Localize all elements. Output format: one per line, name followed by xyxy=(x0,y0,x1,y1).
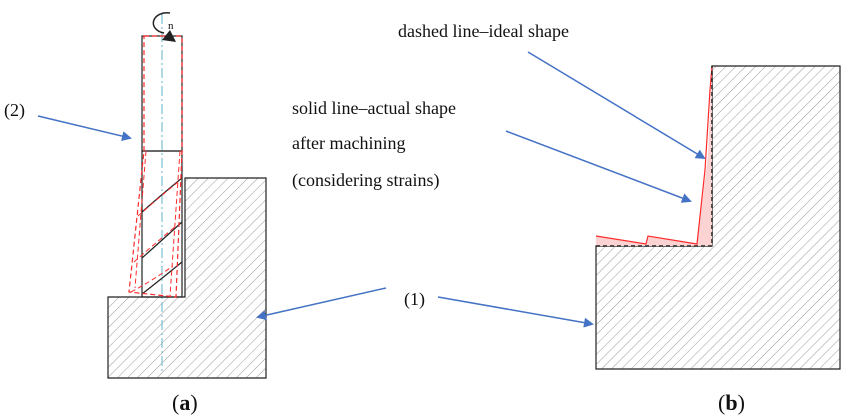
tool-deflected-dashed xyxy=(128,35,183,298)
flute-helix-dashed-3 xyxy=(130,265,174,293)
rotation-arrow-icon xyxy=(152,12,171,34)
dashed-line-arrow xyxy=(527,51,706,160)
flute-helix-dashed-1 xyxy=(137,181,179,217)
panel-b: dashed line–ideal shape solid line–actua… xyxy=(256,21,841,415)
tool-flutes xyxy=(141,150,183,298)
callout-1-arrow-left xyxy=(256,287,387,321)
solid-line-label-3: (considering strains) xyxy=(292,170,439,191)
callout-2-arrow xyxy=(37,115,132,142)
solid-line-arrow xyxy=(505,130,692,203)
panel-a: n (2) (a) xyxy=(4,12,267,415)
rotation-arrowhead-icon xyxy=(162,30,176,42)
deviation-area-step xyxy=(596,236,712,246)
ideal-shape-dashed xyxy=(596,66,713,247)
dashed-line-label: dashed line–ideal shape xyxy=(398,21,569,41)
caption-a: (a) xyxy=(172,390,198,415)
callout-2-label: (2) xyxy=(4,100,25,121)
callout-1-label: (1) xyxy=(404,289,425,310)
actual-shape-solid xyxy=(595,65,713,245)
rotation-label: n xyxy=(168,20,174,32)
solid-line-label-1: solid line–actual shape xyxy=(292,98,456,118)
workpiece-a xyxy=(107,177,267,379)
tool-deflected-dashed-inner xyxy=(134,150,181,297)
flute-helix-3 xyxy=(141,261,183,295)
flute-helix-dashed-2 xyxy=(133,225,177,263)
deviation-area-wall xyxy=(697,66,712,246)
callout-1-arrow-right xyxy=(437,296,594,328)
solid-line-label-2: after machining xyxy=(292,133,405,153)
caption-b: (b) xyxy=(718,390,745,415)
workpiece-b xyxy=(595,65,841,370)
